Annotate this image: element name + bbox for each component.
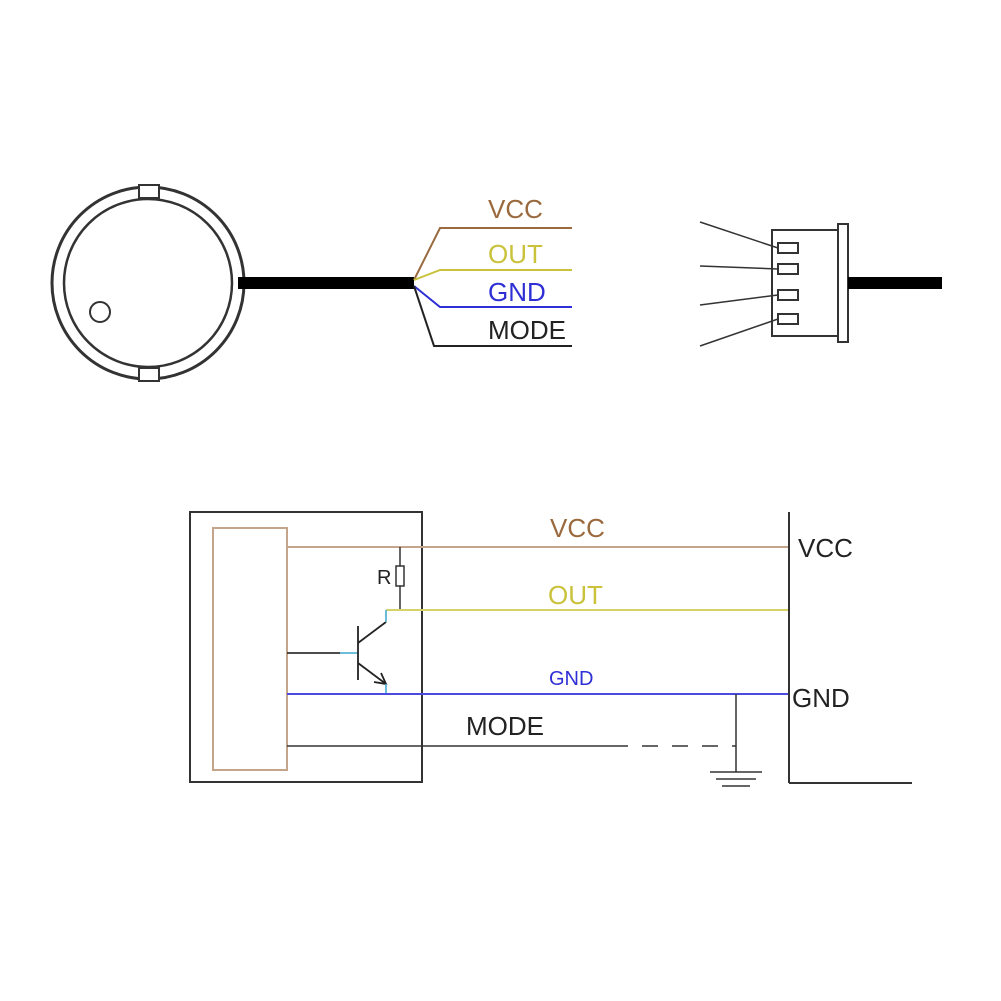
schematic: R xyxy=(189,511,912,787)
sensor-icon xyxy=(50,184,246,382)
vcc-wire xyxy=(413,227,572,281)
gnd-wire xyxy=(413,285,572,308)
sensor-module-box xyxy=(189,511,423,783)
mode-wire xyxy=(413,285,572,347)
vcc-wire-label: VCC xyxy=(488,194,543,224)
out-wire xyxy=(413,269,572,281)
ground-symbol-icon xyxy=(710,771,762,787)
schematic-vcc-label: VCC xyxy=(550,513,605,543)
wire-fan xyxy=(413,227,572,347)
mode-wire-label: MODE xyxy=(488,315,566,345)
rail-vcc-label: VCC xyxy=(798,533,853,563)
schematic-gnd-label: GND xyxy=(549,668,593,690)
out-wire-label: OUT xyxy=(488,239,543,269)
ic-block xyxy=(212,527,288,771)
resistor-icon xyxy=(395,565,405,587)
schematic-out-label: OUT xyxy=(548,580,603,610)
gnd-wire-label: GND xyxy=(488,277,546,307)
rail-gnd-label: GND xyxy=(792,683,850,713)
schematic-mode-label: MODE xyxy=(466,711,544,741)
transistor-icon xyxy=(287,610,388,694)
resistor-label: R xyxy=(377,567,391,589)
connector-icon xyxy=(699,221,849,347)
